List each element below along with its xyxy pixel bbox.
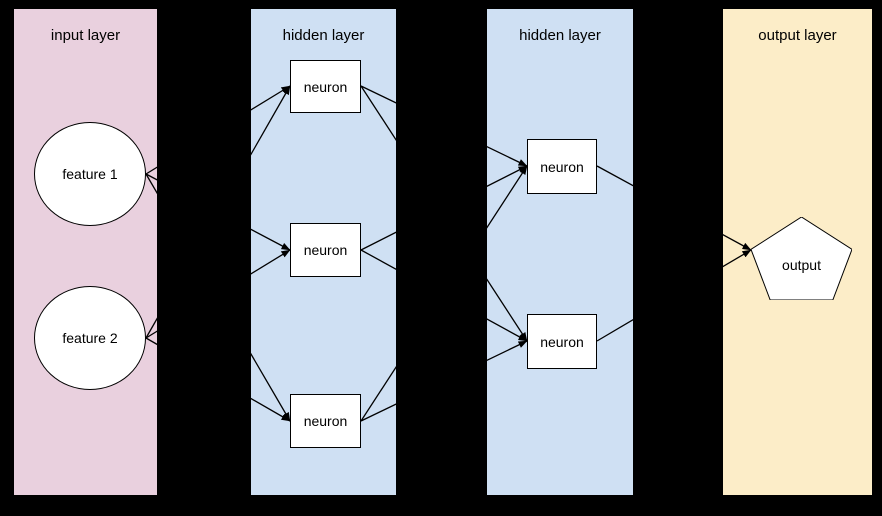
node-label-feature-1: feature 1 (62, 166, 118, 182)
node-label-hidden-1-neuron-1: neuron (303, 78, 348, 95)
node-label-hidden-1-neuron-3: neuron (303, 413, 348, 429)
pentagon-shape (751, 217, 852, 300)
node-feature-2[interactable]: feature 2 (34, 286, 146, 390)
node-label-hidden-1-neuron-2: neuron (303, 242, 348, 258)
node-output-node[interactable]: output (751, 217, 852, 300)
node-label-hidden-2-neuron-2: neuron (540, 333, 584, 350)
node-hidden-1-neuron-3[interactable]: neuron (290, 394, 361, 448)
layer-title-input-layer: input layer (50, 27, 121, 44)
node-label-feature-2: feature 2 (62, 330, 118, 346)
layer-title-hidden-layer-2: hidden layer (519, 27, 601, 44)
node-hidden-1-neuron-2[interactable]: neuron (290, 223, 361, 277)
layer-panel-hidden-layer-2: hidden layer (487, 9, 633, 495)
node-feature-1[interactable]: feature 1 (34, 122, 146, 226)
layer-title-hidden-layer-1: hidden layer (282, 27, 365, 44)
node-hidden-1-neuron-1[interactable]: neuron (290, 60, 361, 113)
layer-panel-input-layer: input layer (14, 9, 157, 495)
layer-title-output-layer: output layer (758, 27, 837, 44)
node-hidden-2-neuron-1[interactable]: neuron (527, 139, 597, 194)
node-label-hidden-2-neuron-1: neuron (540, 158, 584, 175)
node-hidden-2-neuron-2[interactable]: neuron (527, 314, 597, 369)
